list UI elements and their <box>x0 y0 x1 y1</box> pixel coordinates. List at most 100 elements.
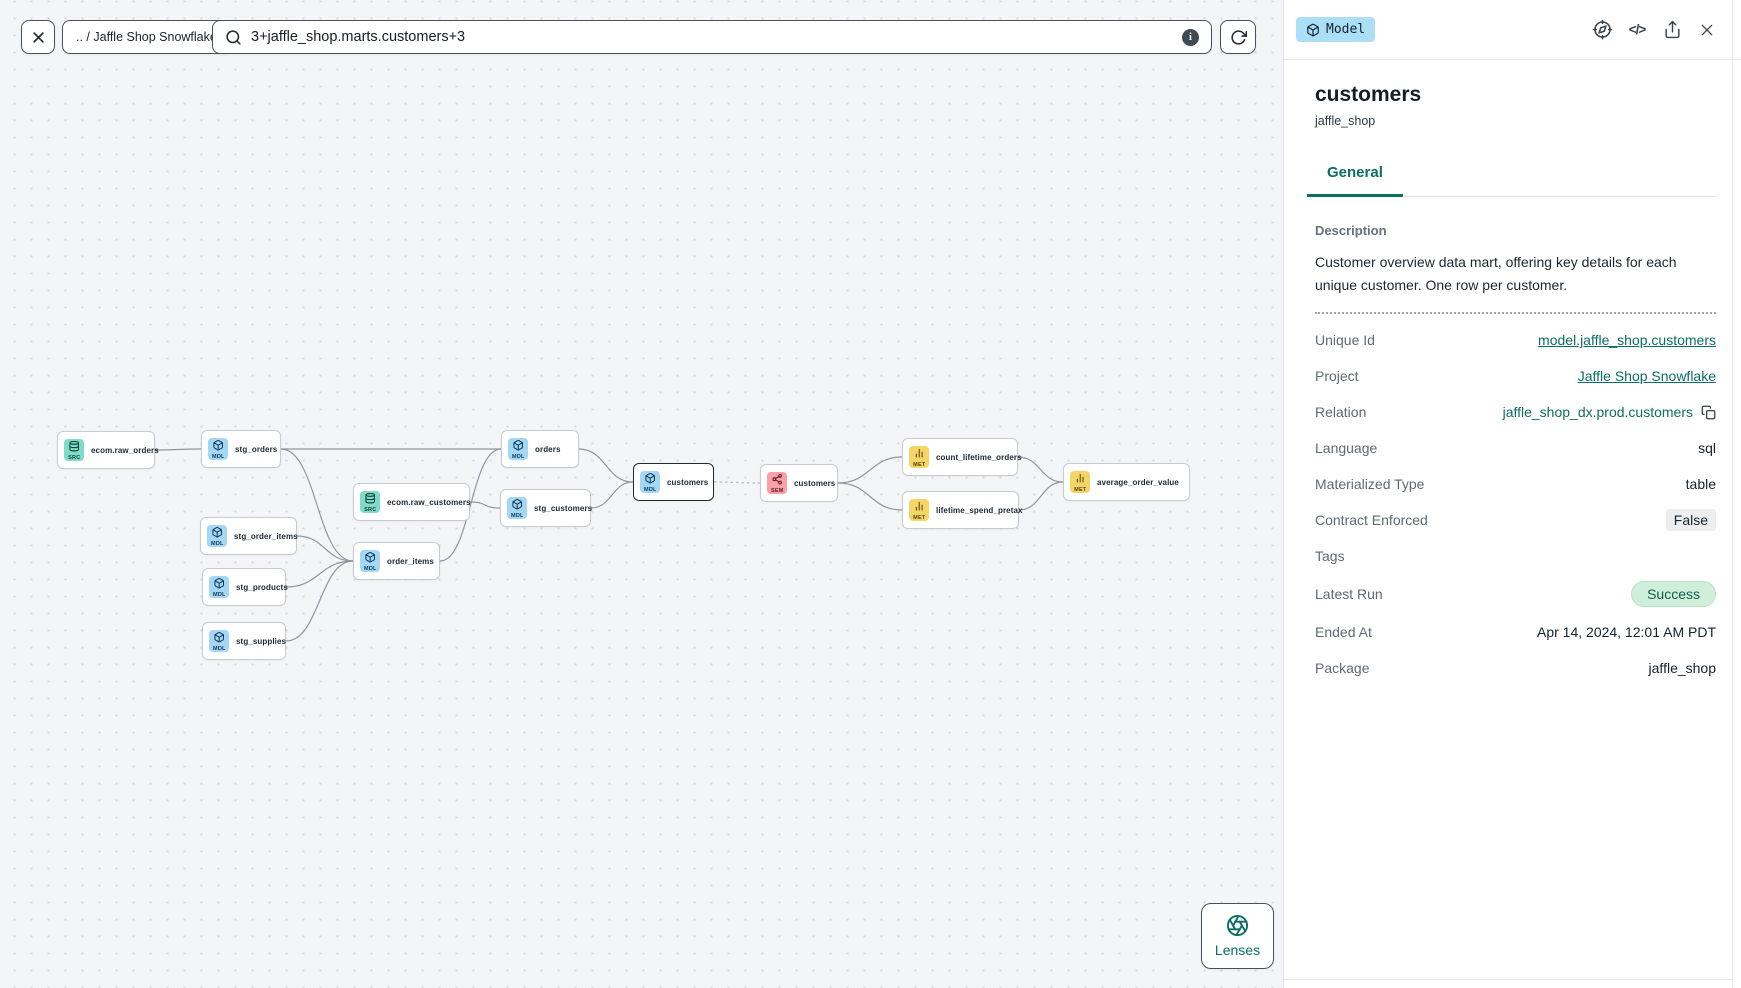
bar-chart-icon: MET <box>909 499 929 521</box>
page-title: customers <box>1315 83 1422 106</box>
svg-text:MET: MET <box>913 462 925 467</box>
info-icon[interactable]: i <box>1182 28 1199 46</box>
edge-stg-order-items-to-order-items <box>296 535 354 562</box>
share-network-icon: SEM <box>767 472 787 494</box>
field-label: Package <box>1315 660 1370 677</box>
tab-general[interactable]: General <box>1307 164 1403 197</box>
field-row-latest-run: Latest Run Success <box>1315 581 1716 608</box>
close-lineage-button[interactable] <box>21 20 55 54</box>
field-label: Unique Id <box>1315 332 1375 349</box>
svg-text:MET: MET <box>1074 487 1086 492</box>
dotted-divider <box>1315 312 1716 315</box>
language-value: sql <box>1698 440 1716 457</box>
svg-text:MET: MET <box>913 515 925 520</box>
unique-id-link[interactable]: model.jaffle_shop.customers <box>1538 332 1716 349</box>
copy-button[interactable] <box>1701 405 1716 420</box>
lineage-node-stg-orders[interactable]: MDL stg_orders <box>201 430 281 468</box>
breadcrumb[interactable]: .. / Jaffle Shop Snowflake <box>62 20 231 54</box>
aperture-icon <box>1226 914 1249 937</box>
svg-text:MDL: MDL <box>364 566 377 571</box>
lenses-button[interactable]: Lenses <box>1201 903 1274 969</box>
breadcrumb-label: .. / Jaffle Shop Snowflake <box>76 30 217 44</box>
svg-text:MDL: MDL <box>213 646 226 651</box>
search-input[interactable] <box>251 29 1173 45</box>
node-label: lifetime_spend_pretax <box>936 505 1023 515</box>
view-code-button[interactable]: </> <box>1626 19 1648 41</box>
refresh-button[interactable] <box>1220 20 1256 54</box>
field-row-ended-at: Ended At Apr 14, 2024, 12:01 AM PDT <box>1315 621 1716 643</box>
close-icon <box>1701 24 1713 35</box>
cube-icon: MDL <box>207 525 227 547</box>
field-label: Materialized Type <box>1315 476 1425 493</box>
panel-header: Model </> <box>1284 0 1741 60</box>
materialized-type-value: table <box>1685 476 1716 493</box>
cube-icon: MDL <box>360 550 380 572</box>
description-text: Customer overview data mart, offering ke… <box>1315 254 1677 293</box>
field-row-tags: Tags <box>1315 545 1716 567</box>
relation-value: jaffle_shop_dx.prod.customers <box>1502 404 1693 421</box>
description-label: Description <box>1315 223 1387 238</box>
edge-stg-supplies-to-order-items <box>285 560 354 642</box>
bar-chart-icon: MET <box>909 446 929 468</box>
cube-icon: MDL <box>208 438 228 460</box>
database-icon: SRC <box>64 439 84 461</box>
edge-customers-sem-to-count-lifetime-orders <box>837 456 903 484</box>
project-link[interactable]: Jaffle Shop Snowflake <box>1577 368 1716 385</box>
node-label: count_lifetime_orders <box>936 452 1022 462</box>
node-label: orders <box>535 444 561 454</box>
svg-text:MDL: MDL <box>512 454 525 459</box>
field-label: Project <box>1315 368 1359 385</box>
cube-icon: MDL <box>508 438 528 460</box>
package-value: jaffle_shop <box>1648 660 1716 677</box>
contract-enforced-badge: False <box>1665 509 1716 532</box>
field-label: Tags <box>1315 548 1345 565</box>
node-label: stg_customers <box>534 503 593 513</box>
share-button[interactable] <box>1661 19 1683 41</box>
cube-icon <box>1307 23 1319 36</box>
svg-text:MDL: MDL <box>511 513 524 518</box>
svg-text:SEM: SEM <box>771 488 784 493</box>
field-row-materialized-type: Materialized Type table <box>1315 473 1716 495</box>
ended-at-value: Apr 14, 2024, 12:01 AM PDT <box>1537 624 1716 641</box>
share-icon <box>1664 20 1680 39</box>
lineage-node-count-lifetime-orders[interactable]: MET count_lifetime_orders <box>902 438 1022 476</box>
lineage-node-stg-order-items[interactable]: MDL stg_order_items <box>200 517 298 555</box>
code-icon: </> <box>1628 22 1647 37</box>
svg-text:SRC: SRC <box>68 455 80 460</box>
node-label: stg_orders <box>235 444 278 454</box>
panel-tabs: General <box>1307 164 1716 197</box>
lineage-node-lifetime-spend-pretax[interactable]: MET lifetime_spend_pretax <box>902 491 1022 529</box>
svg-text:MDL: MDL <box>211 541 224 546</box>
close-panel-button[interactable] <box>1696 19 1718 41</box>
bar-chart-icon: MET <box>1070 471 1090 493</box>
lenses-label: Lenses <box>1214 942 1261 958</box>
node-label: stg_order_items <box>234 531 298 541</box>
status-badge[interactable]: Success <box>1631 581 1716 608</box>
lineage-node-stg-customers[interactable]: MDL stg_customers <box>500 489 592 527</box>
field-row-package: Package jaffle_shop <box>1315 657 1716 679</box>
explore-button[interactable] <box>1591 19 1613 41</box>
package-subtitle: jaffle_shop <box>1315 114 1376 128</box>
lineage-node-orders[interactable]: MDL orders <box>501 430 579 468</box>
cube-icon: MDL <box>209 576 229 598</box>
field-label: Ended At <box>1315 624 1372 641</box>
field-row-unique-id: Unique Id model.jaffle_shop.customers <box>1315 329 1716 351</box>
svg-text:MDL: MDL <box>213 592 226 597</box>
search-icon <box>226 29 241 45</box>
close-icon <box>32 31 44 43</box>
edge-customers-sem-to-lifetime-spend-pretax <box>837 482 903 511</box>
svg-text:MDL: MDL <box>644 487 657 492</box>
field-label: Latest Run <box>1315 586 1383 603</box>
lineage-search[interactable]: i <box>212 20 1212 54</box>
